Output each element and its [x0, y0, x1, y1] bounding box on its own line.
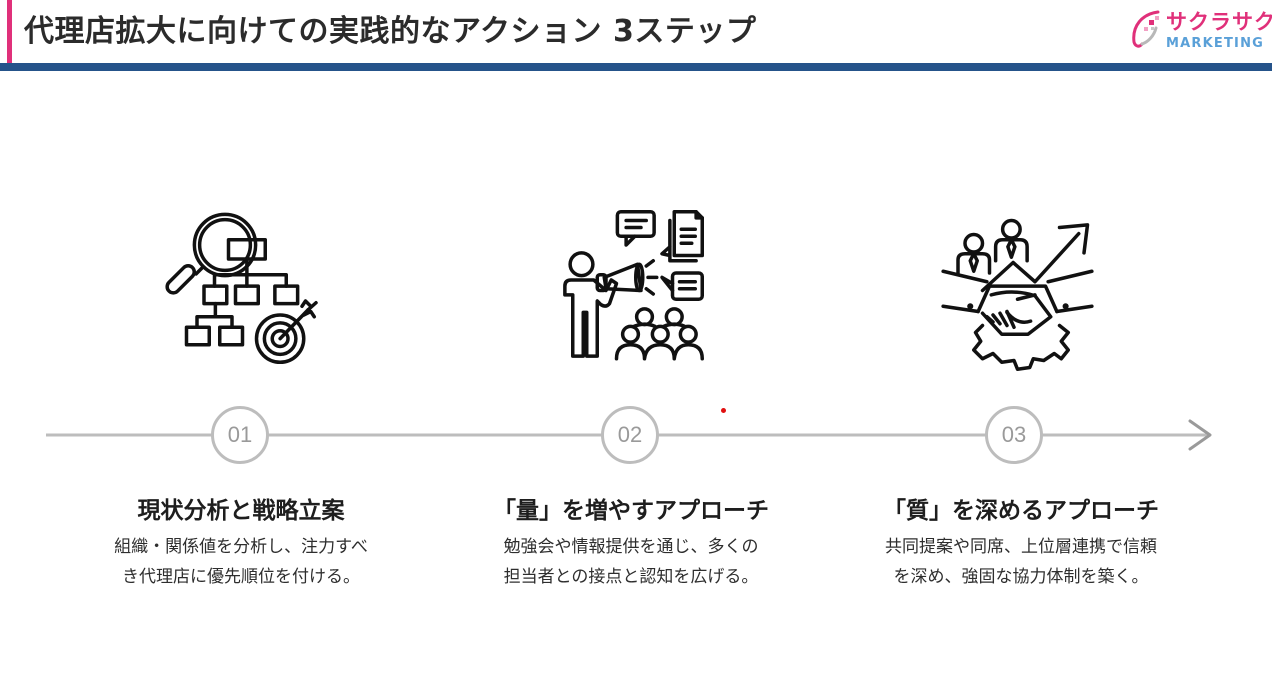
step-title: 「質」を深めるアプローチ [883, 498, 1159, 524]
handshake-growth-gear-icon [941, 218, 1094, 371]
header-accent-bar [7, 0, 12, 63]
arrow-right-icon [1188, 419, 1212, 451]
step-title: 現状分析と戦略立案 [137, 498, 345, 524]
pointer-dot [721, 408, 726, 413]
step-number-badge: 01 [211, 406, 269, 464]
slide-header: 代理店拡大に向けての実践的なアクション 3ステップ サクラサク MARKETIN… [0, 0, 1272, 63]
megaphone-audience-icon [563, 210, 704, 361]
header-rule [0, 63, 1272, 71]
step-description: 組織・関係値を分析し、注力すべ き代理店に優先順位を付ける。 [114, 537, 368, 587]
logo-text-en: MARKETING [1166, 36, 1265, 51]
step-number-badge: 02 [601, 406, 659, 464]
step-title: 「量」を増やすアプローチ [493, 498, 769, 524]
logo-text-jp: サクラサク [1166, 10, 1272, 34]
step-description: 勉強会や情報提供を通じ、多くの 担当者との接点と認知を広げる。 [503, 537, 759, 587]
step-description: 共同提案や同席、上位層連携で信頼 を深め、強固な協力体制を築く。 [885, 537, 1157, 587]
page-title: 代理店拡大に向けての実践的なアクション 3ステップ [24, 14, 757, 49]
timeline-line [46, 419, 1212, 451]
step-number-badge: 03 [985, 406, 1043, 464]
brand-logo: サクラサク MARKETING [1130, 6, 1272, 56]
sakura-petal-icon [1132, 10, 1160, 48]
steps-diagram: 01 02 03 現状分析と戦略立案 「量」を増やすアプローチ 「質」を深めるア… [0, 71, 1272, 688]
org-chart-magnifier-target-icon [165, 212, 318, 364]
